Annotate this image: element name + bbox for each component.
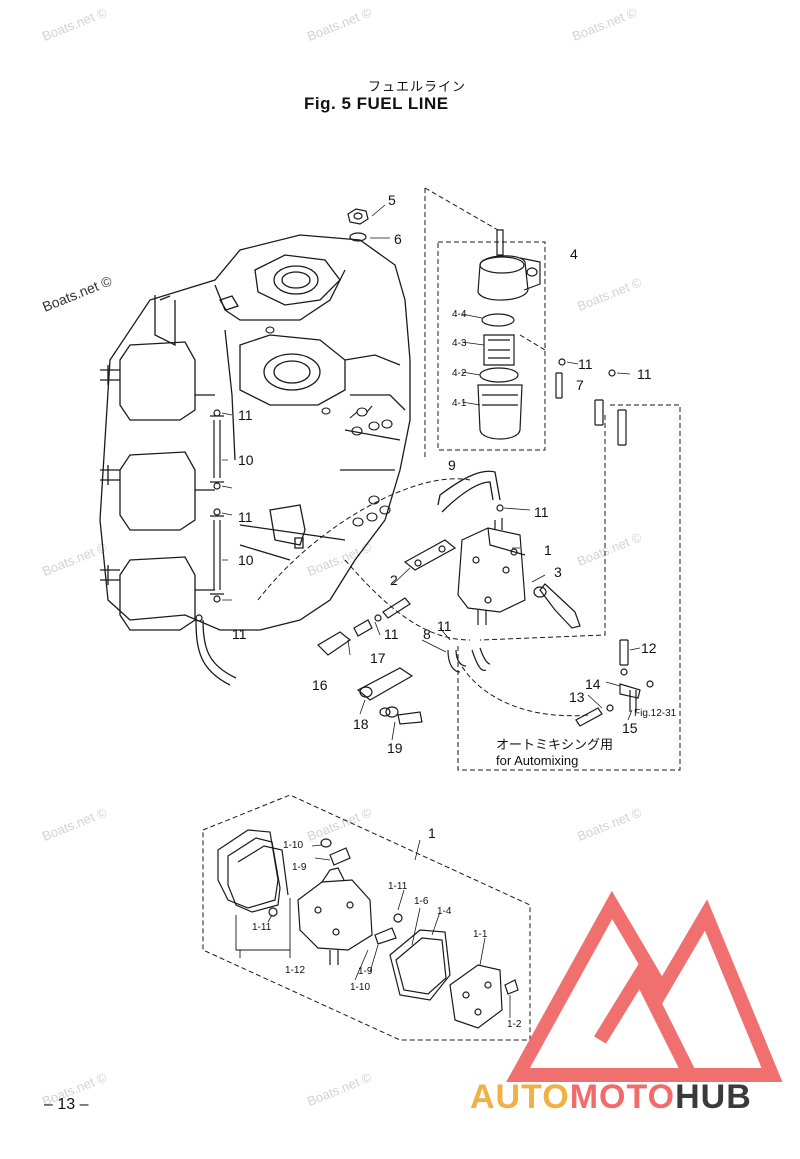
label-part-5: 5 [388, 192, 396, 208]
label-part-11: 11 [534, 504, 549, 520]
label-detail-1: 1 [428, 825, 436, 841]
label-detail-1-12: 1-12 [285, 965, 306, 976]
pump-exploded-detail [217, 829, 519, 1029]
label-part-7: 7 [576, 377, 584, 393]
label-part-10: 10 [238, 552, 254, 568]
label-part-9: 9 [448, 457, 456, 473]
label-detail-1-1: 1-1 [473, 929, 488, 940]
brand-wordmark: AUTOMOTOHUB [470, 1078, 752, 1117]
label-part-14: 14 [585, 676, 601, 692]
automixing-note-jp: オートミキシング用 [496, 737, 614, 752]
washer-6 [349, 232, 367, 242]
hose-bottom-left [195, 619, 237, 686]
label-part-18: 18 [353, 716, 369, 732]
page-number: – 13 – [44, 1096, 89, 1113]
bracket-2 [403, 539, 457, 571]
label-part-4-1: 4-1 [452, 398, 467, 409]
label-detail-1-9: 1-9 [292, 862, 307, 873]
label-part-6: 6 [394, 231, 402, 247]
label-part-11: 11 [578, 356, 593, 372]
label-part-19: 19 [387, 740, 403, 756]
hose-10-upper [210, 409, 224, 490]
label-part-11: 11 [384, 626, 399, 642]
connector-16 [317, 631, 352, 656]
label-part-12: 12 [641, 640, 657, 656]
nut-5 [347, 208, 369, 225]
label-part-3: 3 [554, 564, 562, 580]
title-japanese: フュエルライン [368, 79, 467, 94]
fitting-17 [382, 597, 411, 619]
label-part-11: 11 [437, 618, 452, 634]
filter-box [437, 241, 546, 451]
label-part-8: 8 [423, 626, 431, 642]
label-part-4: 4 [570, 246, 578, 262]
engine-block [99, 234, 411, 631]
brand-part-moto: MOTO [569, 1078, 676, 1116]
label-detail-1-11: 1-11 [252, 922, 272, 933]
label-part-2: 2 [390, 572, 398, 588]
brand-part-auto: AUTO [470, 1078, 570, 1116]
automixing-note-en: for Automixing [496, 753, 579, 768]
label-detail-1-11: 1-11 [388, 881, 408, 892]
label-part-17: 17 [370, 650, 386, 666]
hose-10-lower [210, 508, 224, 603]
page-title: Fig. 5 FUEL LINE [304, 94, 449, 113]
label-part-10: 10 [238, 452, 254, 468]
label-detail-1-9: 1-9 [358, 966, 373, 977]
label-detail-1-4: 1-4 [437, 906, 452, 917]
bolt-3 [539, 583, 581, 629]
label-part-11: 11 [238, 407, 253, 423]
label-part-15: 15 [622, 720, 638, 736]
fuel-pump-1 [457, 518, 526, 625]
label-part-16: 16 [312, 677, 328, 693]
label-part-11: 11 [238, 509, 253, 525]
label-part-1: 1 [544, 542, 552, 558]
label-fig-ref: Fig.12-31 [634, 708, 677, 719]
label-detail-1-6: 1-6 [414, 896, 429, 907]
label-part-13: 13 [569, 689, 585, 705]
hose-9 [437, 470, 501, 513]
label-detail-1-2: 1-2 [507, 1019, 522, 1030]
label-part-11: 11 [637, 366, 652, 382]
label-part-4-3: 4-3 [452, 338, 467, 349]
screw-19 [397, 711, 423, 725]
label-part-4-4: 4-4 [452, 309, 467, 320]
label-part-11: 11 [232, 626, 247, 642]
label-part-4-2: 4-2 [452, 368, 467, 379]
brand-part-hub: HUB [675, 1078, 752, 1116]
label-detail-1-10: 1-10 [350, 982, 371, 993]
label-detail-1-10: 1-10 [283, 840, 304, 851]
